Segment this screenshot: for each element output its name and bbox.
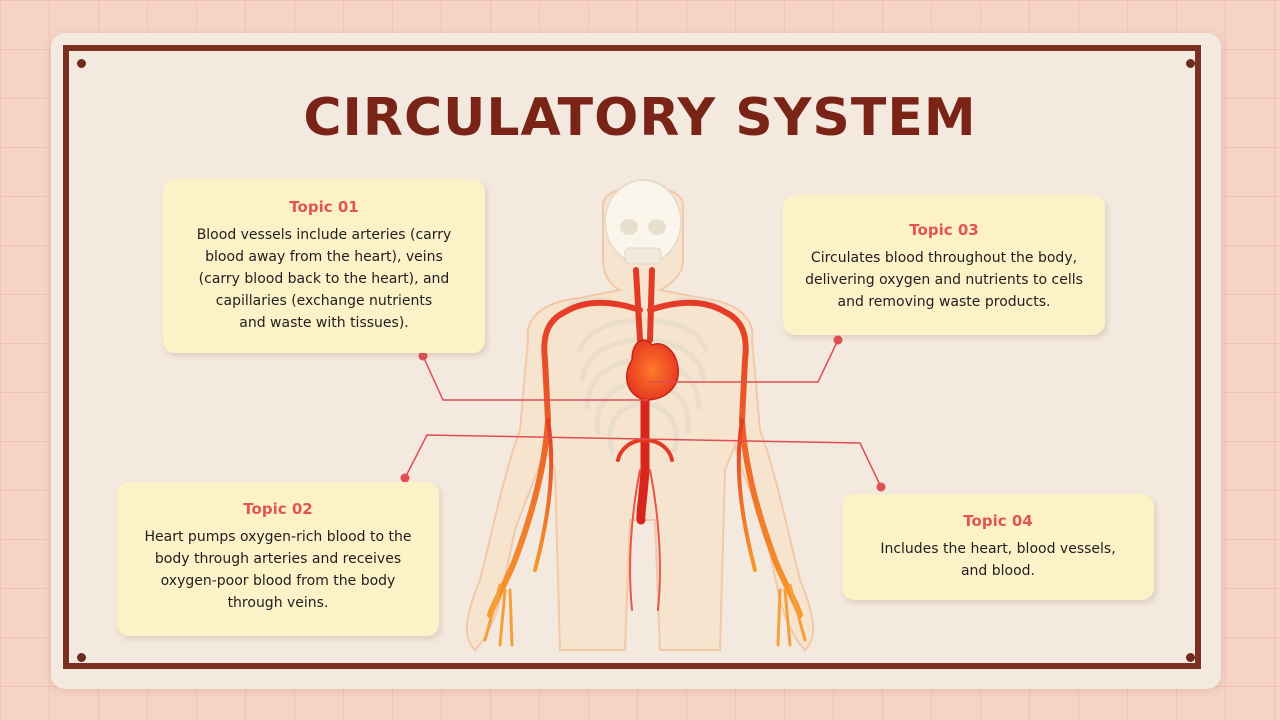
topic-title: Topic 02 xyxy=(243,500,313,518)
blood-vessels xyxy=(483,267,807,647)
topic-card-01: Topic 01 Blood vessels include arteries … xyxy=(163,179,485,353)
topic-card-03: Topic 03 Circulates blood throughout the… xyxy=(783,195,1105,335)
topic-description: Heart pumps oxygen-rich blood to the bod… xyxy=(144,529,412,611)
skull-icon xyxy=(604,179,682,265)
topic-description: Includes the heart, blood vessels, and b… xyxy=(880,541,1116,579)
topic-card-02: Topic 02 Heart pumps oxygen-rich blood t… xyxy=(117,482,439,636)
slide-title: CIRCULATORY SYSTEM xyxy=(303,88,977,148)
screw-bottom-right xyxy=(1186,653,1195,662)
connector-dots xyxy=(400,335,886,492)
screw-top-left xyxy=(77,59,86,68)
topic-description: Blood vessels include arteries (carry bl… xyxy=(196,227,452,331)
topic-title: Topic 01 xyxy=(289,198,359,216)
topic-title: Topic 03 xyxy=(909,221,979,239)
topic-description: Circulates blood throughout the body, de… xyxy=(805,250,1083,310)
topic-title: Topic 04 xyxy=(963,512,1033,530)
board-frame xyxy=(63,45,1201,669)
screw-top-right xyxy=(1186,59,1195,68)
heart-icon xyxy=(625,339,679,401)
topic-card-04: Topic 04 Includes the heart, blood vesse… xyxy=(842,494,1154,600)
screw-bottom-left xyxy=(77,653,86,662)
connector-lines xyxy=(404,339,882,488)
